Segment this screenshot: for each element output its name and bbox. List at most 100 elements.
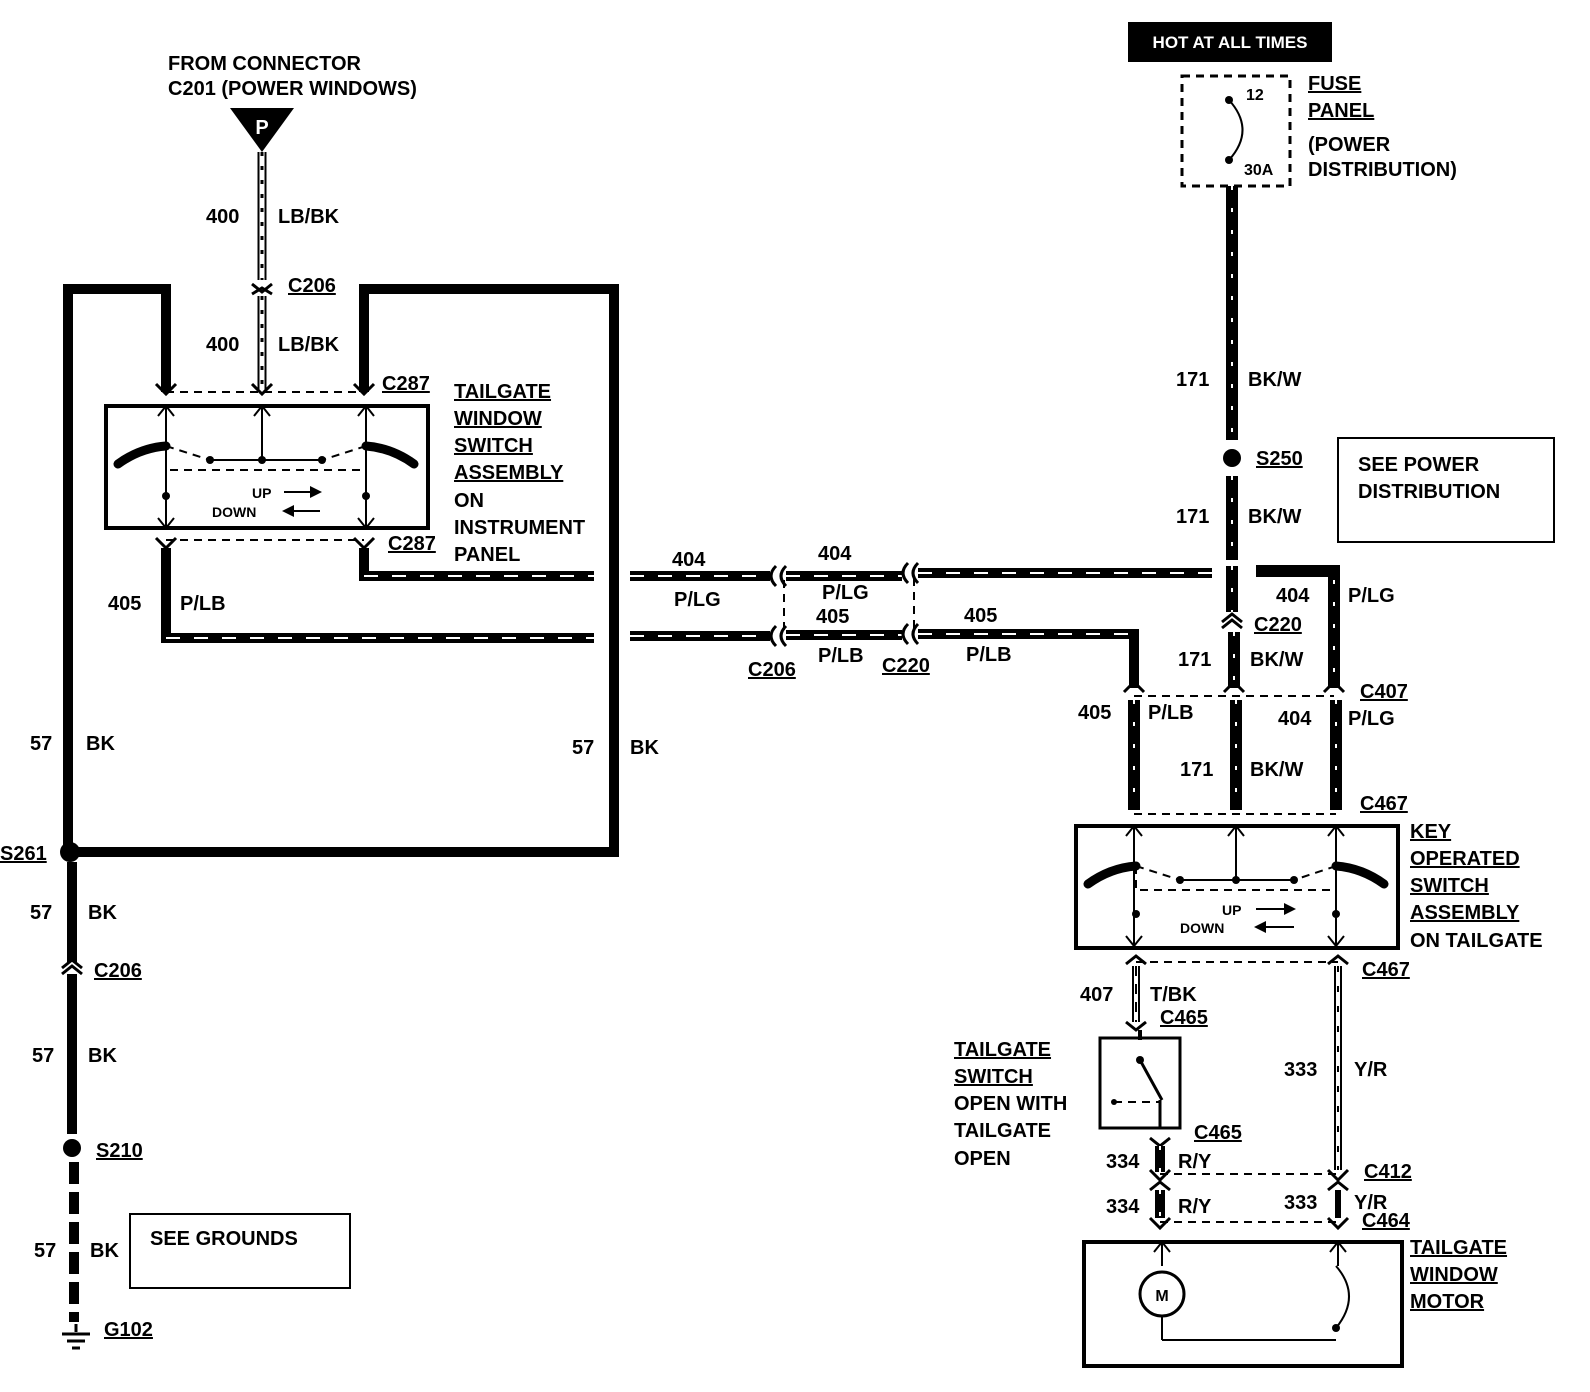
wire-333-number-upper: 333: [1284, 1059, 1317, 1081]
grounds-note: SEE GROUNDS: [129, 1213, 351, 1289]
connector-c465-bottom: C465: [1194, 1122, 1242, 1144]
wire-404-number-lower: 404: [1278, 708, 1312, 730]
window-switch-label-5: ON: [454, 490, 484, 512]
wires-below-c407: [1128, 700, 1342, 810]
splice-s261-dot: [60, 842, 80, 862]
wire-171-color-b: BK/W: [1248, 506, 1301, 528]
power-distribution-note: SEE POWER DISTRIBUTION: [1337, 437, 1555, 543]
wire-171-number-b: 171: [1176, 506, 1209, 528]
window-switch-label-6: INSTRUMENT: [454, 517, 585, 539]
wire-405-color-left: P/LB: [180, 593, 226, 615]
switch-up-label: UP: [252, 485, 271, 501]
splice-s210: S210: [96, 1140, 143, 1162]
fuse-12: 12 30A: [1180, 74, 1292, 188]
source-connector: FROM CONNECTOR C201 (POWER WINDOWS) P: [168, 53, 417, 152]
wire-400: [251, 152, 273, 392]
wire-333-color-lower: Y/R: [1354, 1192, 1388, 1214]
wire-171: [1221, 186, 1243, 688]
connector-c206-top: C206: [288, 275, 336, 297]
wire-400-color-bottom: LB/BK: [278, 334, 340, 356]
splice-s261: S261: [0, 843, 47, 865]
wire-57-loop: [63, 284, 619, 857]
wire-404-vertical: [1256, 565, 1340, 688]
wire-405-number-c: 405: [964, 605, 997, 627]
window-switch-label-1: TAILGATE: [454, 381, 551, 403]
wire-404-number-a: 404: [672, 549, 706, 571]
wire-405-number-left: 405: [108, 593, 141, 615]
wire-171-number-c: 171: [1178, 649, 1211, 671]
splice-s250-dot: [1223, 449, 1241, 467]
wire-405-number-b: 405: [816, 606, 849, 628]
connector-c287-top: C287: [382, 373, 430, 395]
window-switch-label-7: PANEL: [454, 544, 520, 566]
splice-s210-dot: [63, 1139, 81, 1157]
connector-c465-top: C465: [1160, 1007, 1208, 1029]
fuse-panel-sub-2: DISTRIBUTION): [1308, 159, 1457, 181]
power-dist-note-2: DISTRIBUTION: [1358, 481, 1500, 503]
connector-pin-label: P: [255, 117, 268, 139]
connector-c464: C464: [1362, 1210, 1411, 1232]
window-switch-label-3: SWITCH: [454, 435, 533, 457]
wire-404-color-right: P/LG: [1348, 585, 1395, 607]
wire-57-number-left: 57: [30, 733, 52, 755]
splice-s250: S250: [1256, 448, 1303, 470]
key-switch-label-4: ASSEMBLY: [1410, 902, 1520, 924]
tailgate-window-motor: M: [1082, 1240, 1404, 1368]
wire-407: [1125, 966, 1147, 1040]
wire-57-number-b: 57: [32, 1045, 54, 1067]
motor-symbol: M: [1155, 1288, 1168, 1305]
connector-c220-middle: C220: [882, 655, 930, 677]
wire-400-number-bottom: 400: [206, 334, 239, 356]
motor-label-1: TAILGATE: [1410, 1237, 1507, 1259]
wire-404-horizontal: [359, 548, 1212, 588]
wire-171-color-c: BK/W: [1250, 649, 1303, 671]
wire-404-color-b: P/LG: [822, 582, 869, 604]
tailgate-switch-label-4: TAILGATE: [954, 1120, 1051, 1142]
ground-g102: G102: [104, 1319, 153, 1341]
wire-405-color-b: P/LB: [818, 645, 864, 667]
hot-banner: HOT AT ALL TIMES: [1128, 22, 1332, 62]
tailgate-switch-label-2: SWITCH: [954, 1066, 1033, 1088]
tailgate-switch-label-1: TAILGATE: [954, 1039, 1051, 1061]
wire-57-color-c: BK: [90, 1240, 119, 1262]
key-switch-label-5: ON TAILGATE: [1410, 930, 1543, 952]
source-label-line2: C201 (POWER WINDOWS): [168, 78, 417, 100]
wire-171-color-d: BK/W: [1250, 759, 1303, 781]
connector-c412: C412: [1364, 1161, 1412, 1183]
wire-404-number-b: 404: [818, 543, 852, 565]
wire-57-color-right: BK: [630, 737, 659, 759]
wire-333-color-upper: Y/R: [1354, 1059, 1388, 1081]
wire-407-color: T/BK: [1150, 984, 1197, 1006]
wire-334-number-lower: 334: [1106, 1196, 1140, 1218]
motor-label-2: WINDOW: [1410, 1264, 1498, 1286]
hot-banner-text: HOT AT ALL TIMES: [1153, 33, 1308, 52]
wire-407-number: 407: [1080, 984, 1113, 1006]
wire-405-horizontal: [161, 548, 1139, 688]
key-switch-assembly: UP DOWN: [1074, 824, 1400, 950]
connector-c407: C407: [1360, 681, 1408, 703]
connector-c206-middle: C206: [748, 659, 796, 681]
key-switch-label-2: OPERATED: [1410, 848, 1520, 870]
source-label-line1: FROM CONNECTOR: [168, 53, 362, 75]
wire-404-color-a: P/LG: [674, 589, 721, 611]
window-switch-assembly: UP DOWN: [104, 404, 430, 530]
wire-334-color-lower: R/Y: [1178, 1196, 1212, 1218]
key-switch-up-label: UP: [1222, 902, 1241, 918]
key-switch-label-1: KEY: [1410, 821, 1452, 843]
wire-171-number-a: 171: [1176, 369, 1209, 391]
wire-400-color-top: LB/BK: [278, 206, 340, 228]
wire-57-number-a: 57: [30, 902, 52, 924]
fuse-panel-sub-1: (POWER: [1308, 134, 1391, 156]
wire-171-color-a: BK/W: [1248, 369, 1301, 391]
connector-c206-bottom: C206: [94, 960, 142, 982]
fuse-panel-title-2: PANEL: [1308, 100, 1374, 122]
wire-405-number-right: 405: [1078, 702, 1111, 724]
wire-57-color-left: BK: [86, 733, 115, 755]
fuse-number: 12: [1246, 87, 1264, 104]
wire-400-number-top: 400: [206, 206, 239, 228]
window-switch-label-2: WINDOW: [454, 408, 542, 430]
wire-333-number-lower: 333: [1284, 1192, 1317, 1214]
window-switch-label-4: ASSEMBLY: [454, 462, 564, 484]
wire-57-number-right: 57: [572, 737, 594, 759]
